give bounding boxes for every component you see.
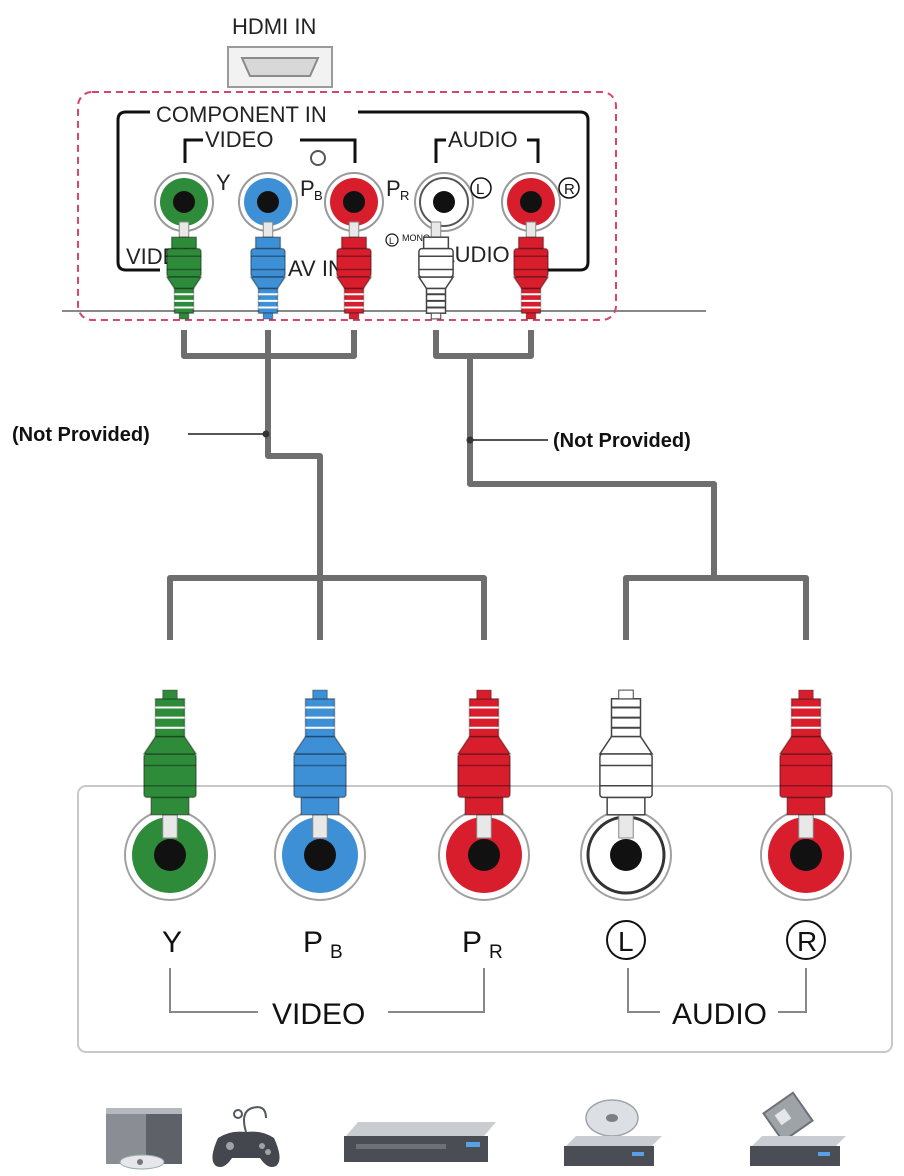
tv-jack-audio-l xyxy=(414,172,474,232)
tv-plug-pr xyxy=(335,221,373,320)
note-right: (Not Provided) xyxy=(553,430,691,452)
device-group-brackets xyxy=(169,968,807,1013)
tv-plug-pb xyxy=(249,221,287,320)
device-pr-sub: R xyxy=(489,942,503,963)
note-dot-left xyxy=(262,430,270,438)
game-controller-icon xyxy=(212,1106,280,1167)
device-plug-pr xyxy=(456,689,512,839)
device-pb-sub: B xyxy=(330,942,343,963)
component-in-frame xyxy=(116,110,590,272)
tv-lower-mono: MONO xyxy=(402,233,430,243)
tv-lower-av: AV IN xyxy=(288,256,344,281)
device-jack-pb xyxy=(274,809,366,901)
hdmi-label: HDMI IN xyxy=(232,14,316,39)
cables xyxy=(167,330,809,640)
tv-plug-audio-l xyxy=(417,221,455,320)
tv-audio-label: AUDIO xyxy=(448,127,518,152)
tv-video-label: VIDEO xyxy=(205,127,273,152)
tv-plug-y xyxy=(165,221,203,320)
tv-plug-audio-r xyxy=(512,221,550,320)
tv-pr-sub: R xyxy=(400,188,409,203)
component-in-label: COMPONENT IN xyxy=(156,102,327,127)
tv-r-label: R xyxy=(564,181,575,198)
device-pr-label: P xyxy=(462,926,482,959)
tv-pb-label: P xyxy=(300,176,315,201)
screw-icon xyxy=(310,150,326,166)
set-top-box-icon xyxy=(750,1091,846,1166)
device-audio-group: AUDIO xyxy=(672,998,767,1031)
device-jack-audio-l xyxy=(580,809,672,901)
note-dot-right xyxy=(466,436,474,444)
tv-y-label: Y xyxy=(216,170,231,195)
device-plug-audio-r xyxy=(778,689,834,839)
device-l-circle xyxy=(606,920,646,960)
tv-jack-pr xyxy=(324,172,384,232)
device-plug-audio-l xyxy=(598,689,654,839)
device-plug-y xyxy=(142,689,198,839)
tv-lower-l-circle xyxy=(385,233,399,247)
device-video-group: VIDEO xyxy=(272,998,365,1031)
hdmi-port xyxy=(227,46,333,88)
device-r-circle xyxy=(786,920,826,960)
media-center-pc-icon xyxy=(106,1108,182,1170)
tv-pr-label: P xyxy=(386,176,401,201)
tv-l-circle xyxy=(470,177,492,199)
tv-l-label: L xyxy=(476,181,484,198)
tv-lower-l: L xyxy=(389,236,394,246)
tv-r-circle xyxy=(558,177,580,199)
device-jack-audio-r xyxy=(760,809,852,901)
blu-ray-player-icon xyxy=(564,1099,662,1166)
device-r-label: R xyxy=(797,926,817,957)
tv-pb-sub: B xyxy=(314,188,323,203)
device-plug-pb xyxy=(292,689,348,839)
highlight-box xyxy=(77,91,617,321)
dvd-player-icon xyxy=(344,1122,496,1162)
tv-jack-pb xyxy=(238,172,298,232)
device-jack-y xyxy=(124,809,216,901)
note-left: (Not Provided) xyxy=(12,424,150,446)
tv-jack-y xyxy=(154,172,214,232)
device-y-label: Y xyxy=(162,926,182,959)
device-pb-label: P xyxy=(303,926,323,959)
device-l-label: L xyxy=(618,926,634,957)
tv-jack-audio-r xyxy=(501,172,561,232)
